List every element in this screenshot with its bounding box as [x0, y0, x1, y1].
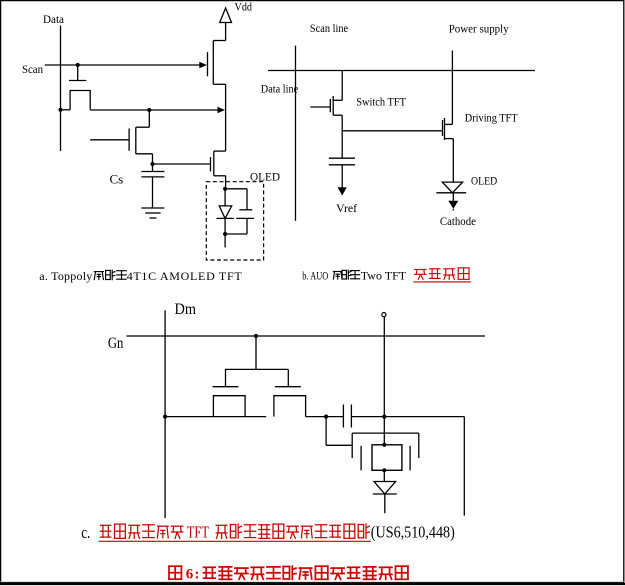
svg-text:(US6,510,448): (US6,510,448) [371, 523, 455, 542]
svg-text:a. Toppoly: a. Toppoly [39, 269, 92, 283]
svg-text:OLED: OLED [471, 173, 497, 187]
svg-text:Power supply: Power supply [449, 22, 509, 36]
svg-text:Driving TFT: Driving TFT [465, 110, 518, 124]
svg-text:Scan: Scan [22, 62, 43, 76]
svg-text:TFT: TFT [187, 523, 210, 542]
svg-text:6:: 6: [186, 567, 200, 583]
svg-text:Dm: Dm [175, 301, 197, 318]
svg-text:Scan line: Scan line [310, 21, 348, 35]
svg-text:c.: c. [81, 523, 90, 542]
svg-text:4T1C AMOLED TFT: 4T1C AMOLED TFT [127, 269, 243, 283]
svg-text:Vdd: Vdd [235, 0, 253, 14]
svg-text:Gn: Gn [108, 335, 124, 352]
svg-text:OLED: OLED [250, 169, 280, 183]
svg-text:Cs: Cs [110, 172, 124, 187]
svg-text:Switch TFT: Switch TFT [356, 94, 406, 108]
svg-text:Data: Data [43, 12, 65, 26]
svg-text:Two TFT: Two TFT [361, 269, 407, 283]
svg-text:b. AUO: b. AUO [302, 269, 328, 283]
svg-text:Vref: Vref [336, 201, 357, 215]
svg-text:Data line: Data line [261, 82, 298, 96]
svg-text:Cathode: Cathode [440, 214, 476, 228]
